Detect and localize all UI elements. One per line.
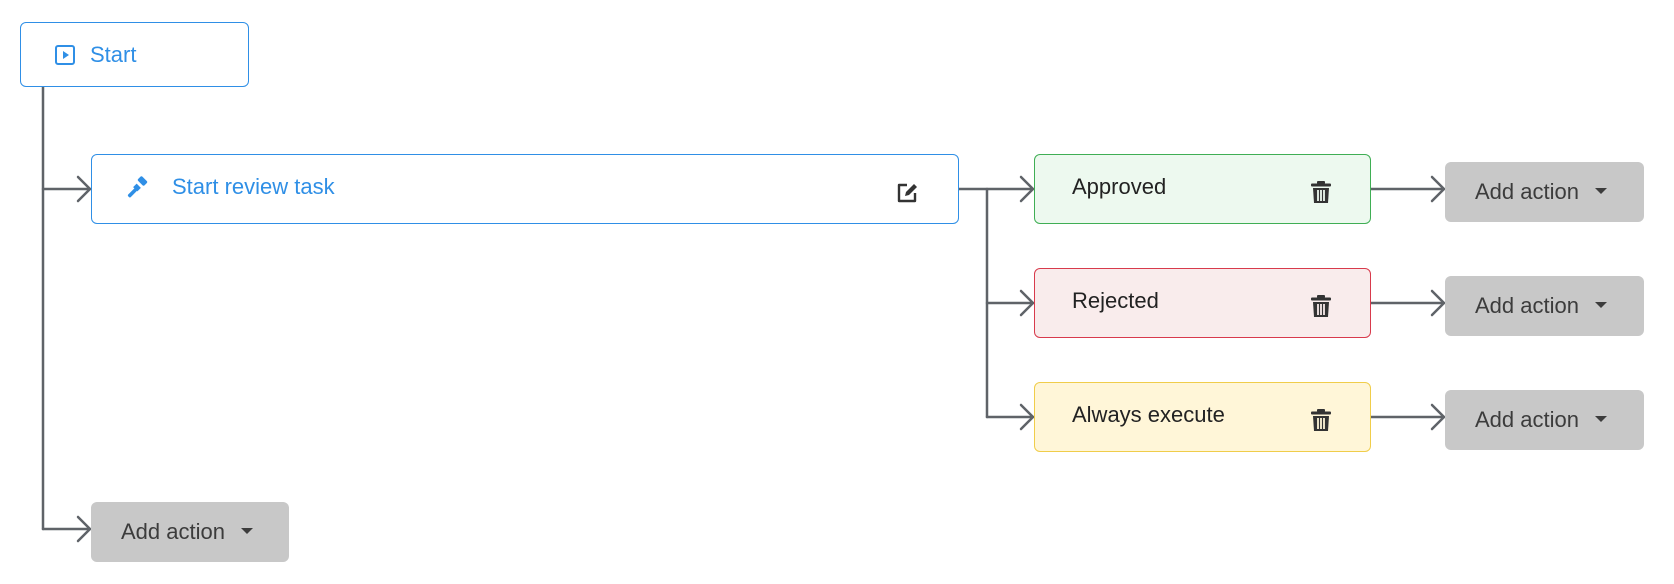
play-square-icon	[54, 44, 76, 66]
trash-icon[interactable]	[1310, 408, 1334, 434]
arrow-head	[1430, 175, 1446, 203]
outcome-rejected[interactable]: Rejected	[1034, 268, 1371, 338]
task-node-start-review[interactable]: Start review task	[91, 154, 959, 224]
trash-icon[interactable]	[1310, 294, 1334, 320]
start-node[interactable]: Start	[20, 22, 249, 87]
arrow-head	[1019, 289, 1035, 317]
caret-down-icon	[1594, 302, 1607, 308]
add-action-label: Add action	[1475, 407, 1579, 432]
outcome-label: Rejected	[1072, 288, 1159, 313]
task-label: Start review task	[172, 174, 335, 199]
trash-icon[interactable]	[1310, 180, 1334, 206]
add-action-button-rejected[interactable]: Add action	[1445, 276, 1644, 336]
caret-down-icon	[240, 528, 253, 534]
arrow-head	[1430, 289, 1446, 317]
add-action-button-always[interactable]: Add action	[1445, 390, 1644, 450]
outcome-label: Approved	[1072, 174, 1167, 199]
arrow-head	[1019, 403, 1035, 431]
arrow-head	[1019, 175, 1035, 203]
outcome-always-execute[interactable]: Always execute	[1034, 382, 1371, 452]
start-label: Start	[90, 41, 137, 67]
add-action-label: Add action	[121, 519, 225, 544]
add-action-label: Add action	[1475, 293, 1579, 318]
outcome-approved[interactable]: Approved	[1034, 154, 1371, 224]
caret-down-icon	[1594, 188, 1607, 194]
add-action-label: Add action	[1475, 179, 1579, 204]
add-action-button-main[interactable]: Add action	[91, 502, 289, 562]
add-action-button-approved[interactable]: Add action	[1445, 162, 1644, 222]
caret-down-icon	[1594, 416, 1607, 422]
arrow-head	[76, 175, 92, 203]
arrow-head	[76, 515, 92, 543]
gavel-icon	[126, 176, 152, 202]
outcome-label: Always execute	[1072, 402, 1225, 427]
arrow-head	[1430, 403, 1446, 431]
edit-icon[interactable]	[892, 178, 922, 208]
